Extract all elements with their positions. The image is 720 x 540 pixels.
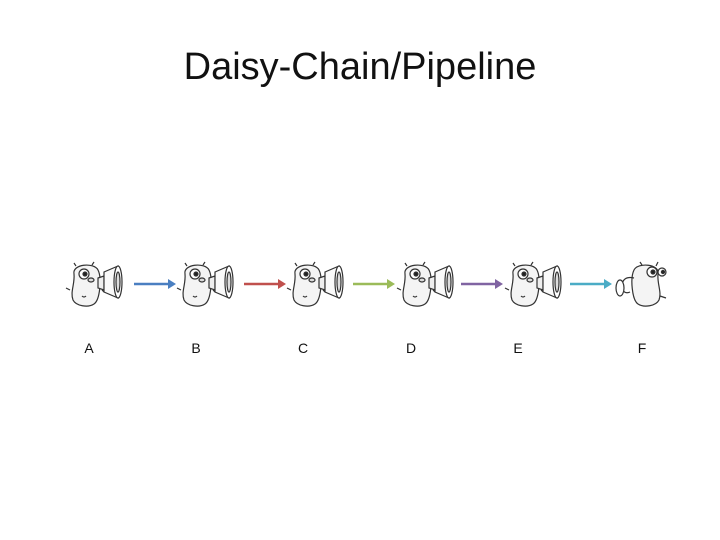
- gopher-megaphone-icon: [65, 261, 123, 307]
- node-label-c: C: [297, 340, 309, 356]
- gopher-megaphone-icon: [504, 261, 562, 307]
- node-label-a: A: [84, 340, 94, 356]
- node-label-e: E: [513, 340, 523, 356]
- gopher-listening-icon: [615, 261, 667, 307]
- gopher-megaphone-icon: [286, 261, 344, 307]
- node-label-b: B: [191, 340, 201, 356]
- arrow-e-to-f: [570, 279, 612, 289]
- arrow-d-to-e: [461, 279, 503, 289]
- slide-title: Daisy-Chain/Pipeline: [183, 46, 537, 88]
- node-label-f: F: [637, 340, 647, 356]
- arrow-a-to-b: [134, 279, 176, 289]
- arrow-b-to-c: [244, 279, 286, 289]
- gopher-megaphone-icon: [396, 261, 454, 307]
- arrow-c-to-d: [353, 279, 395, 289]
- gopher-megaphone-icon: [176, 261, 234, 307]
- node-label-d: D: [405, 340, 417, 356]
